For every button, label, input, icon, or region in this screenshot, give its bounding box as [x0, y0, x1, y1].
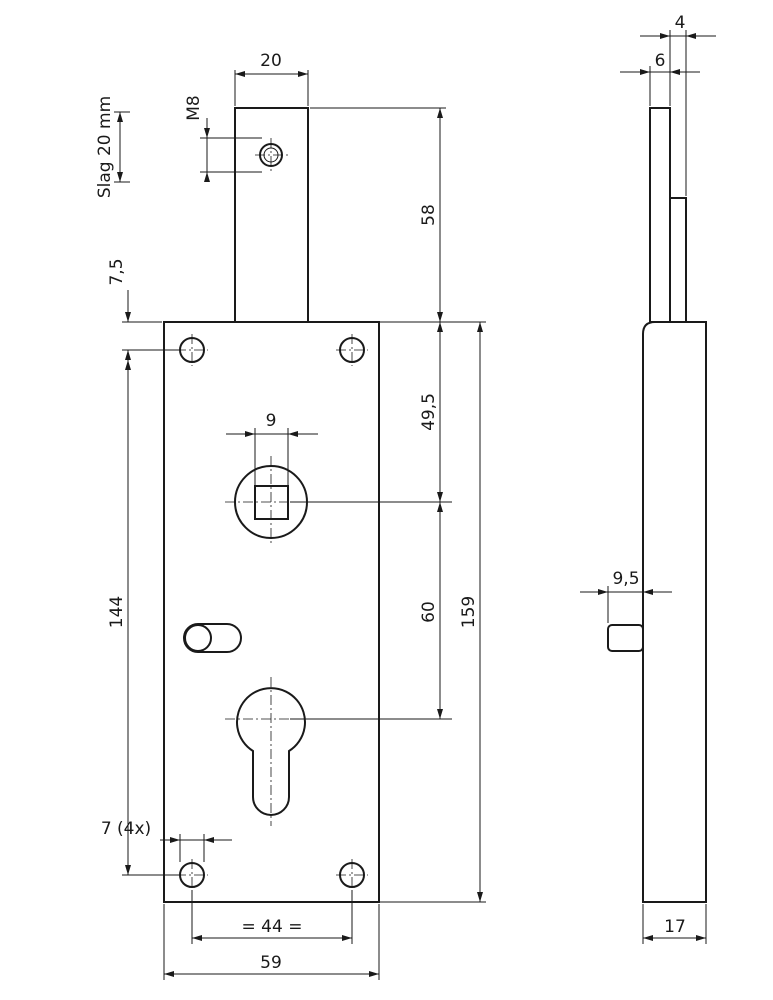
dim-follower-square: 9: [266, 411, 277, 431]
side-bolt-strip: [669, 197, 687, 323]
dim-follower-offset: 49,5: [419, 393, 439, 431]
dim-follower-to-cylinder: 60: [419, 601, 439, 623]
dim-hole-spacing: = 44 =: [242, 917, 303, 937]
side-bolt-plate: [649, 107, 671, 323]
dim-hole-diameter: 7 (4x): [101, 819, 151, 839]
side-pin: [607, 624, 644, 652]
dim-pin-length: 9,5: [612, 569, 639, 589]
dim-case-depth: 17: [664, 917, 686, 937]
side-view: [607, 107, 707, 903]
bolt: [234, 107, 309, 323]
latch-slot: [183, 623, 242, 653]
cylinder-cutout: [236, 687, 306, 816]
front-view: [163, 107, 380, 903]
dimension-labels: 20 M8 Slag 20 mm 7,5 58 49,5 9 144 159 6…: [95, 13, 686, 973]
dim-top-offset: 7,5: [107, 258, 127, 285]
dim-stroke: Slag 20 mm: [95, 96, 115, 198]
dim-bolt-width: 20: [260, 51, 282, 71]
dim-height-159: 159: [459, 596, 479, 628]
dim-height-144: 144: [107, 596, 127, 628]
latch-pin: [184, 624, 212, 652]
follower-square: [254, 485, 289, 520]
dimension-lines: [114, 30, 716, 980]
dim-side-thickness-4: 4: [675, 13, 686, 33]
dim-width-59: 59: [260, 953, 282, 973]
dim-bolt-length: 58: [419, 204, 439, 226]
dim-side-thickness-6: 6: [655, 51, 666, 71]
side-case: [642, 321, 707, 903]
dim-bolt-thread: M8: [184, 95, 204, 120]
lock-case: [163, 321, 380, 903]
